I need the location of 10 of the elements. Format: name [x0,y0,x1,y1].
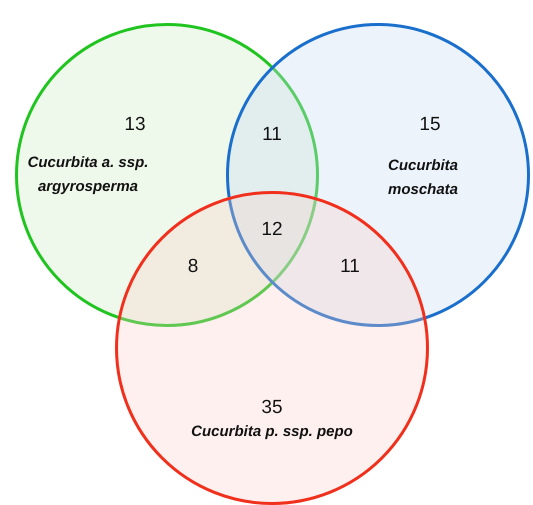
count-label: 11 [262,124,282,146]
count-label: 13 [124,114,146,136]
count-label: 11 [340,256,360,278]
species-label: Cucurbita moschata [386,156,460,200]
count-label: 15 [419,114,441,136]
count-label: 8 [188,256,198,278]
species-label: Cucurbita a. ssp. argyrosperma [26,153,150,197]
count-label: 12 [261,219,283,241]
species-label: Cucurbita p. ssp. pepo [191,422,353,442]
count-label: 35 [261,397,283,419]
